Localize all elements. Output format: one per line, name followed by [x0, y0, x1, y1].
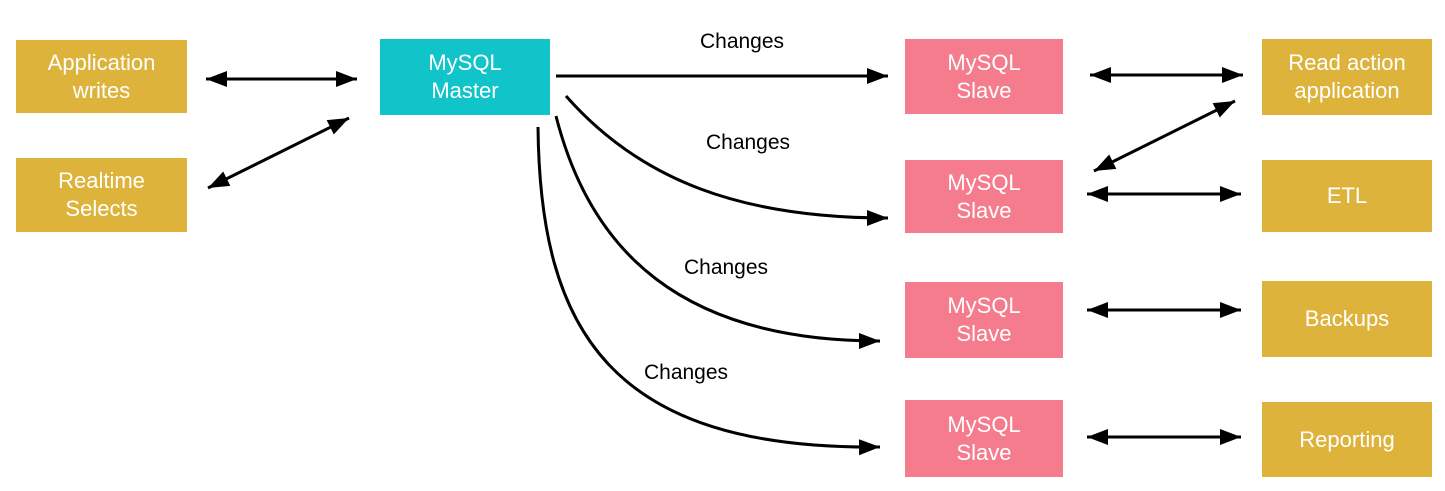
node-mysql-master: MySQL Master [380, 39, 550, 115]
node-mysql-slave-2: MySQL Slave [905, 160, 1063, 233]
node-etl: ETL [1262, 160, 1432, 232]
node-mysql-slave-4: MySQL Slave [905, 400, 1063, 477]
node-reporting: Reporting [1262, 402, 1432, 477]
edge-label-changes-2: Changes [705, 131, 791, 154]
node-read-action-application: Read action application [1262, 39, 1432, 115]
node-application-writes: Application writes [16, 40, 187, 113]
edge-label-changes-4: Changes [643, 361, 729, 384]
edge-master-slave3-changes [554, 115, 881, 349]
node-mysql-slave-3: MySQL Slave [905, 282, 1063, 358]
node-backups: Backups [1262, 281, 1432, 357]
edge-slave2-read-action-application [1093, 99, 1236, 173]
edge-master-slave4-changes [536, 126, 881, 456]
edge-label-changes-1: Changes [699, 30, 785, 53]
edge-label-changes-3: Changes [683, 256, 769, 279]
edge-realtime-selects-master [207, 116, 350, 190]
edge-master-slave2-changes [564, 95, 889, 226]
node-realtime-selects: Realtime Selects [16, 158, 187, 232]
node-mysql-slave-1: MySQL Slave [905, 39, 1063, 114]
